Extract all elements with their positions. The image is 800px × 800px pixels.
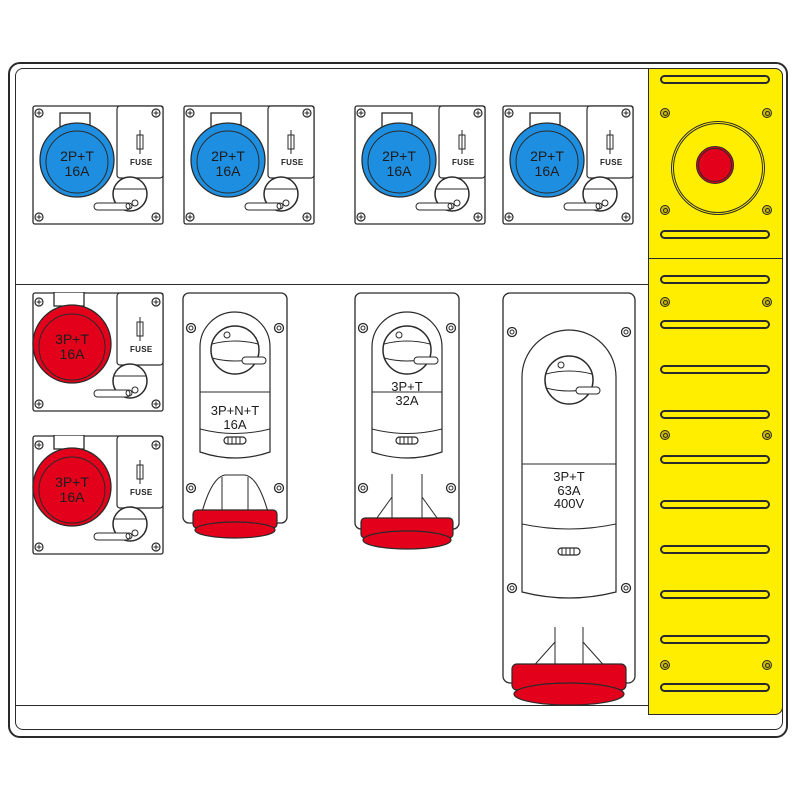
yellow-panel-divider bbox=[648, 258, 783, 259]
vent-slot-icon bbox=[660, 230, 770, 239]
screw-icon bbox=[762, 205, 772, 215]
vent-slot-icon bbox=[660, 320, 770, 329]
screw-icon bbox=[660, 205, 670, 215]
bottom-divider bbox=[15, 705, 783, 706]
socket-module-drawing bbox=[183, 105, 315, 225]
vent-slot-icon bbox=[660, 635, 770, 644]
screw-icon bbox=[762, 108, 772, 118]
emergency-stop-ring bbox=[671, 121, 765, 215]
socket-module-drawing bbox=[32, 434, 164, 555]
socket-module-drawing bbox=[354, 105, 486, 225]
vent-slot-icon bbox=[660, 500, 770, 509]
screw-icon bbox=[762, 430, 772, 440]
emergency-stop-button[interactable] bbox=[696, 146, 734, 184]
vent-slot-icon bbox=[660, 683, 770, 692]
screw-icon bbox=[762, 660, 772, 670]
socket-module-drawing bbox=[32, 291, 164, 412]
interlocked-socket-drawing bbox=[502, 292, 636, 706]
row-divider bbox=[15, 284, 648, 285]
socket-module-drawing bbox=[32, 105, 164, 225]
vent-slot-icon bbox=[660, 545, 770, 554]
fuse-label: FUSE bbox=[130, 345, 153, 354]
interlocked-socket-drawing bbox=[182, 292, 288, 539]
screw-icon bbox=[660, 430, 670, 440]
vent-slot-icon bbox=[660, 455, 770, 464]
panel-outer-frame bbox=[8, 62, 788, 738]
screw-icon bbox=[660, 297, 670, 307]
fuse-label: FUSE bbox=[130, 158, 153, 167]
vent-slot-icon bbox=[660, 410, 770, 419]
socket-module-drawing bbox=[502, 105, 634, 225]
screw-icon bbox=[660, 108, 670, 118]
vent-slot-icon bbox=[660, 75, 770, 84]
screw-icon bbox=[762, 297, 772, 307]
fuse-label: FUSE bbox=[600, 158, 623, 167]
fuse-label: FUSE bbox=[130, 488, 153, 497]
fuse-label: FUSE bbox=[452, 158, 475, 167]
vent-slot-icon bbox=[660, 590, 770, 599]
vent-slot-icon bbox=[660, 275, 770, 284]
fuse-label: FUSE bbox=[281, 158, 304, 167]
interlocked-socket-drawing bbox=[354, 292, 460, 550]
vent-slot-icon bbox=[660, 365, 770, 374]
screw-icon bbox=[660, 660, 670, 670]
